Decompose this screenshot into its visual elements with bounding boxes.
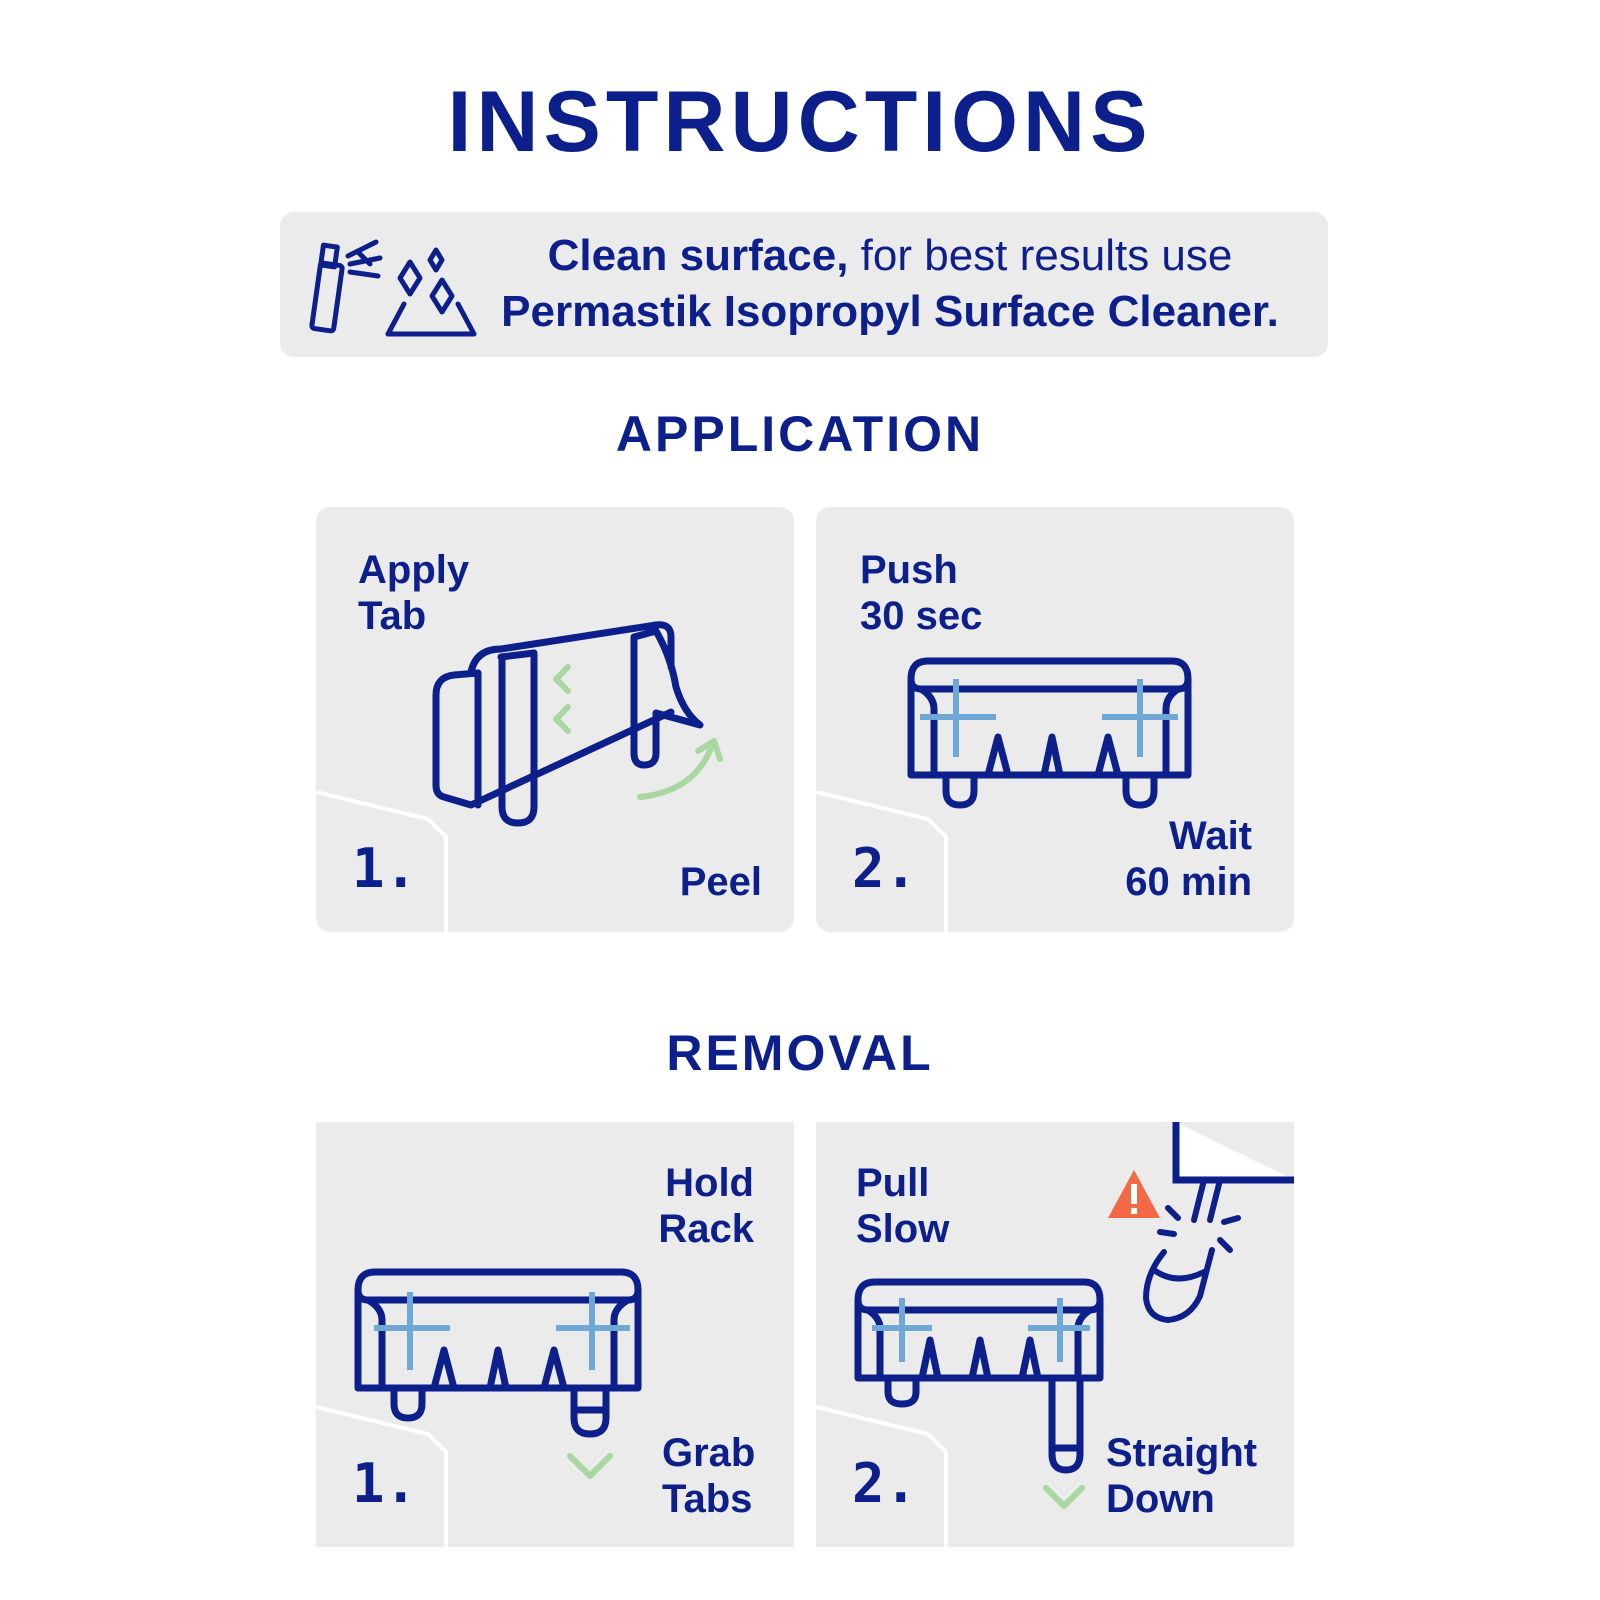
- step-bottom-label: Peel: [679, 860, 762, 904]
- removal-heading: REMOVAL: [666, 1025, 934, 1081]
- step-number: 2.: [852, 1452, 918, 1515]
- application-heading: APPLICATION: [615, 406, 985, 462]
- step-bottom-label: Straight Down: [1106, 1431, 1258, 1521]
- step-top-label: Apply Tab: [358, 548, 470, 638]
- step-top-label: Pull Slow: [856, 1161, 950, 1251]
- wall-hook-snap-icon: [1143, 1177, 1241, 1323]
- apply-tab-illustration: [316, 621, 723, 932]
- step-number: 1.: [352, 837, 418, 900]
- grab-tabs-illustration: [316, 1268, 642, 1547]
- pull-slow-illustration: [816, 1122, 1294, 1547]
- removal-step-1-panel: Hold Rack 1. Grab Tabs: [316, 1122, 794, 1547]
- cleaner-product-name: Permastik Isopropyl Surface Cleaner.: [501, 287, 1279, 336]
- clean-surface-banner: Clean surface, for best results use Perm…: [280, 212, 1328, 357]
- spray-cleaner-icon: [309, 239, 477, 337]
- application-step-2-panel: Push 30 sec 2. Wait 60 min: [816, 507, 1294, 932]
- step-number: 2.: [852, 837, 918, 900]
- removal-step-2-panel: Pull Slow 2. Straight Down: [816, 1122, 1294, 1547]
- step-top-label: Push 30 sec: [860, 548, 983, 638]
- clean-surface-regular: for best results use: [848, 231, 1233, 280]
- step-number: 1.: [352, 1452, 418, 1515]
- step-top-label: Hold Rack: [658, 1161, 754, 1251]
- clean-surface-text: Clean surface, for best results use Perm…: [480, 228, 1300, 340]
- chevron-down-icon: [1043, 1485, 1085, 1509]
- push-rack-illustration: [816, 657, 1192, 932]
- chevron-left-icon: [553, 664, 571, 694]
- chevron-left-icon: [553, 704, 571, 734]
- step-bottom-label: Grab Tabs: [662, 1431, 756, 1521]
- clean-surface-bold: Clean surface,: [547, 231, 849, 280]
- application-step-1-panel: Apply Tab 1. Peel: [316, 507, 794, 932]
- chevron-down-icon: [567, 1453, 613, 1479]
- page-title: INSTRUCTIONS: [447, 74, 1153, 170]
- step-bottom-label: Wait 60 min: [1125, 814, 1252, 904]
- warning-icon: [1108, 1170, 1160, 1218]
